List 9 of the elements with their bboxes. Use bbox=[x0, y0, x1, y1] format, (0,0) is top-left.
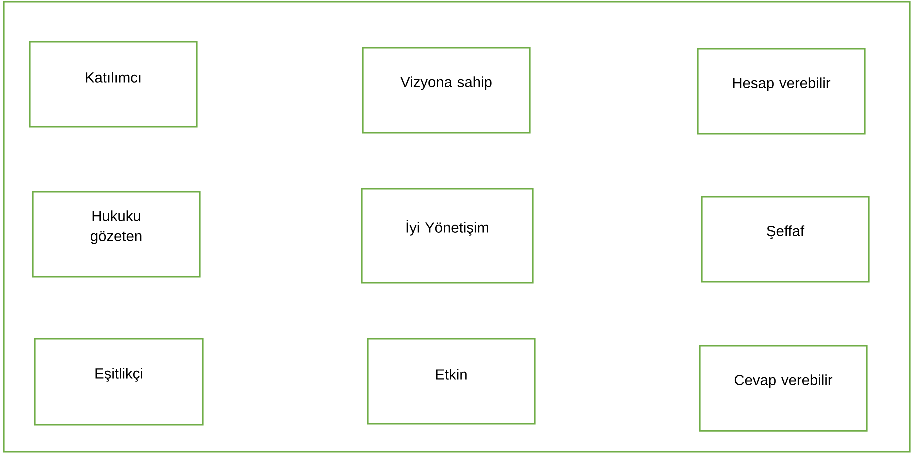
text-box: İyi Yönetişim bbox=[361, 188, 534, 284]
text-box: Cevap verebilir bbox=[699, 345, 868, 432]
text-box: Vizyona sahip bbox=[362, 47, 531, 134]
text-box: Etkin bbox=[367, 338, 536, 425]
text-box: Katılımcı bbox=[29, 41, 198, 128]
text-box: Hukuku gözeten bbox=[32, 191, 201, 278]
text-box: Şeffaf bbox=[701, 196, 870, 283]
text-box: Eşitlikçi bbox=[34, 338, 204, 426]
text-box: Hesap verebilir bbox=[697, 48, 866, 135]
